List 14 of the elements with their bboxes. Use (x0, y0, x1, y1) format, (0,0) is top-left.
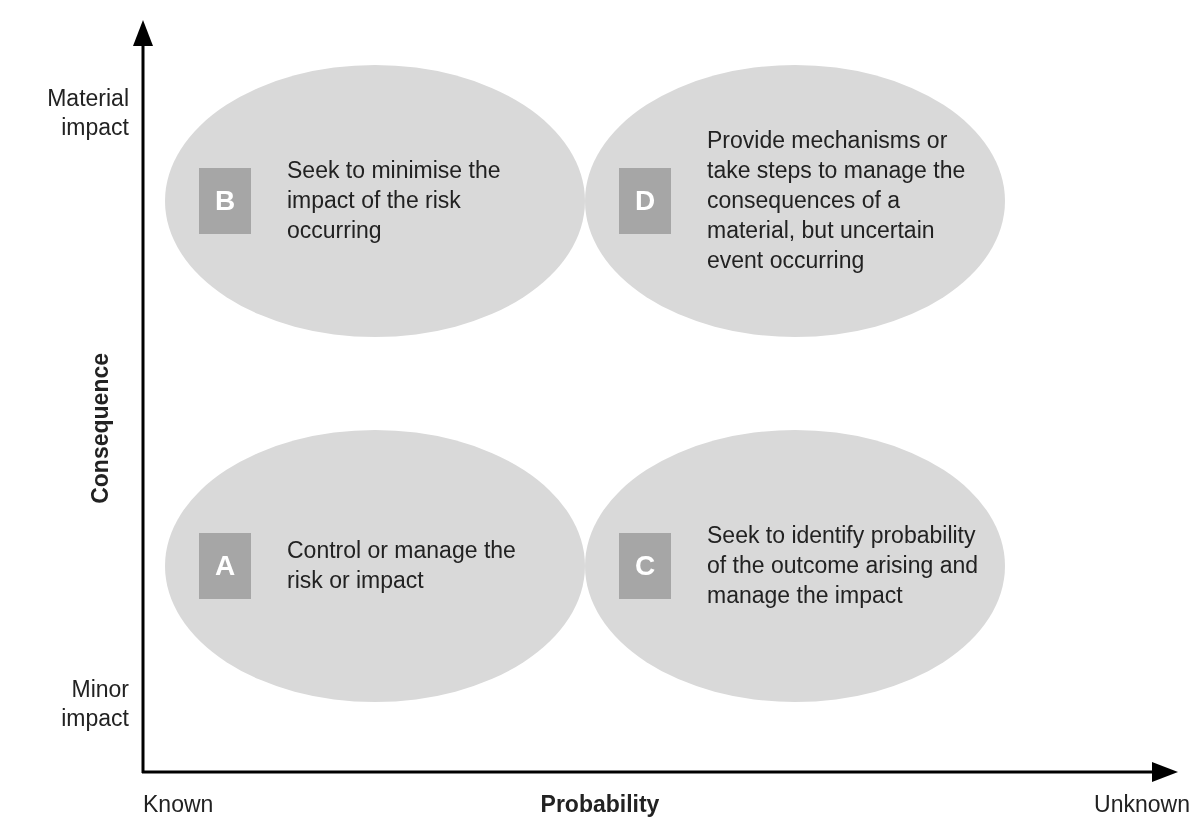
category-letter: C (619, 533, 671, 599)
description-text: Control or manage the risk or impact (287, 536, 517, 595)
description-text: Provide mechanisms or take steps to manage the consequences of a material, but uncertain event occurring (707, 126, 967, 275)
category-letter: B (199, 168, 251, 234)
description-text: Seek to identify probability of the outcome arising and manage the impact (707, 521, 980, 610)
axis-label: Minor impact (60, 675, 129, 733)
axis-title: Consequence (85, 351, 114, 506)
category-letter: D (619, 168, 671, 234)
category-letter: A (199, 533, 251, 599)
axis-label: Unknown (1093, 790, 1190, 819)
axis-label: Known (143, 790, 215, 819)
axis-label: Probability (539, 790, 661, 819)
description-text: Seek to minimise the impact of the risk occurring (287, 156, 502, 245)
axis-label: Material impact (46, 84, 129, 142)
